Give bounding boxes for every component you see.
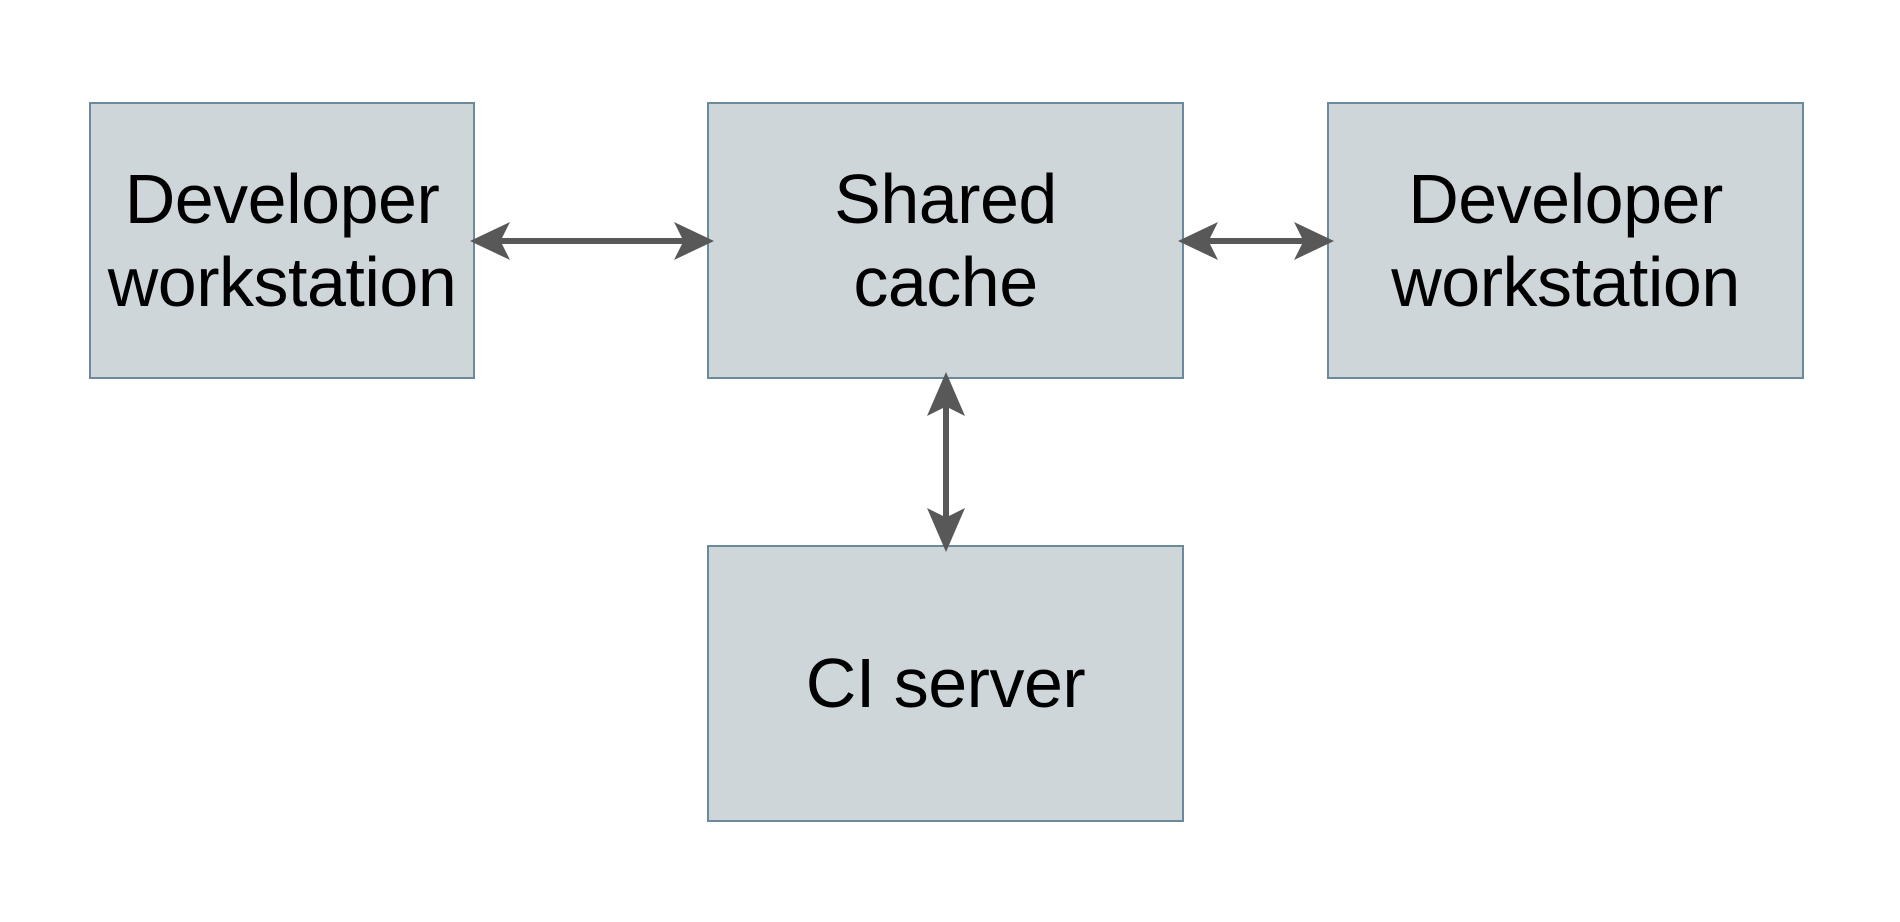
node-label: CI server — [805, 644, 1086, 723]
bidirectional-arrow-icon — [1178, 222, 1334, 260]
edge-developer-left-to-shared-cache — [470, 222, 714, 260]
node-developer-workstation-left[interactable]: Developer workstation — [89, 102, 475, 379]
node-label: Developer workstation — [1391, 159, 1740, 321]
bidirectional-arrow-icon — [470, 222, 714, 260]
node-developer-workstation-right[interactable]: Developer workstation — [1327, 102, 1804, 379]
node-label: Shared cache — [834, 159, 1057, 321]
node-shared-cache[interactable]: Shared cache — [707, 102, 1184, 379]
node-ci-server[interactable]: CI server — [707, 545, 1184, 822]
edge-shared-cache-to-ci-server — [927, 372, 965, 552]
edge-shared-cache-to-developer-right — [1178, 222, 1334, 260]
bidirectional-arrow-icon — [927, 372, 965, 552]
node-label: Developer workstation — [107, 159, 457, 321]
